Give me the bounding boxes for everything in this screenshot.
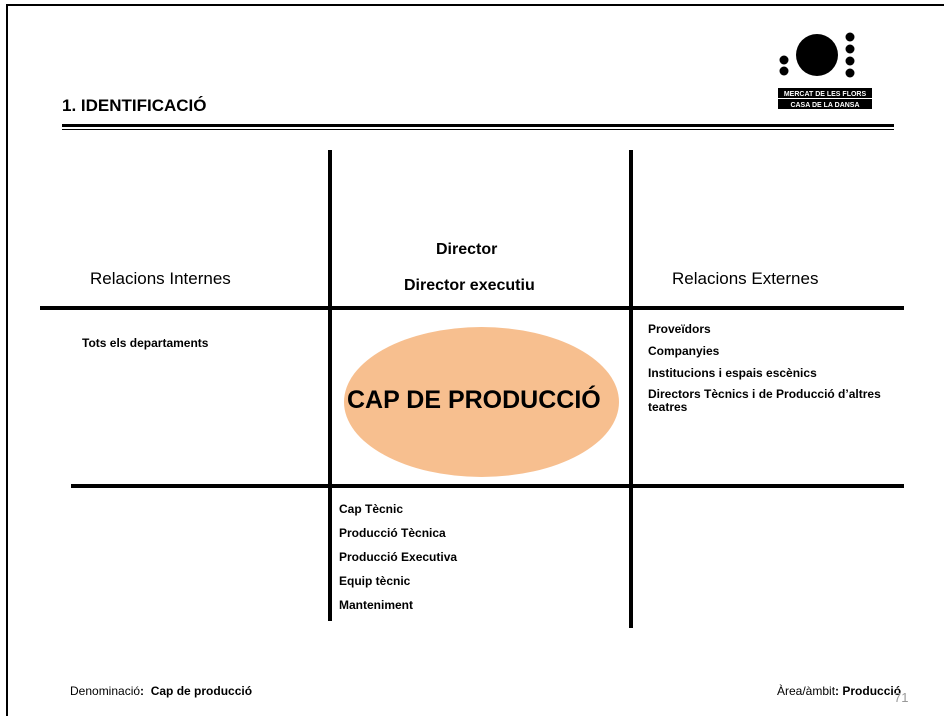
area-label: Àrea/àmbit xyxy=(777,684,836,698)
subordinate-item: Producció Tècnica xyxy=(339,526,446,540)
external-item: Institucions i espais escènics xyxy=(648,366,817,380)
external-item: Companyies xyxy=(648,344,720,358)
area-value: Producció xyxy=(842,684,902,698)
slide-frame xyxy=(6,4,944,716)
external-relations-list: Proveïdors Companyies Institucions i esp… xyxy=(648,322,888,422)
subordinates-list: Cap Tècnic Producció Tècnica Producció E… xyxy=(339,502,457,622)
subordinate-item: Manteniment xyxy=(339,598,414,612)
central-role-ellipse xyxy=(344,327,619,477)
header-director: Director xyxy=(436,241,498,258)
header-external-relations: Relacions Externes xyxy=(672,269,819,288)
svg-text:MERCAT DE LES FLORS: MERCAT DE LES FLORS xyxy=(784,91,867,98)
subordinate-item: Producció Executiva xyxy=(339,550,458,564)
grid-horizontal-bottom xyxy=(71,484,904,488)
internal-item: Tots els departaments xyxy=(82,336,209,350)
subordinate-item: Equip tècnic xyxy=(339,574,411,588)
external-item: Proveïdors xyxy=(648,322,711,336)
denomination-label: Denominació xyxy=(70,684,141,698)
grid-vertical-right xyxy=(629,150,633,628)
svg-text:CASA DE LA DANSA: CASA DE LA DANSA xyxy=(790,102,859,109)
subordinate-item: Cap Tècnic xyxy=(339,502,404,516)
header-executive-director: Director executiu xyxy=(404,277,535,294)
mercat-de-les-flors-logo: MERCAT DE LES FLORS CASA DE LA DANSA xyxy=(778,28,874,118)
page-number: 71 xyxy=(894,690,909,705)
header-internal-relations: Relacions Internes xyxy=(90,269,231,288)
title-rule-thin xyxy=(62,129,894,130)
section-title: 1. IDENTIFICACIÓ xyxy=(62,96,207,115)
footer-area: Àrea/àmbit: Producció xyxy=(777,684,902,698)
footer-denomination: Denominació: Cap de producció xyxy=(70,684,253,698)
grid-horizontal-top xyxy=(40,306,904,310)
grid-vertical-left xyxy=(328,150,332,621)
denomination-value: Cap de producció xyxy=(150,684,253,698)
external-item: Directors Tècnics i de Producció d’altre… xyxy=(648,387,881,414)
central-role-title: CAP DE PRODUCCIÓ xyxy=(347,386,601,414)
title-rule xyxy=(62,124,894,127)
